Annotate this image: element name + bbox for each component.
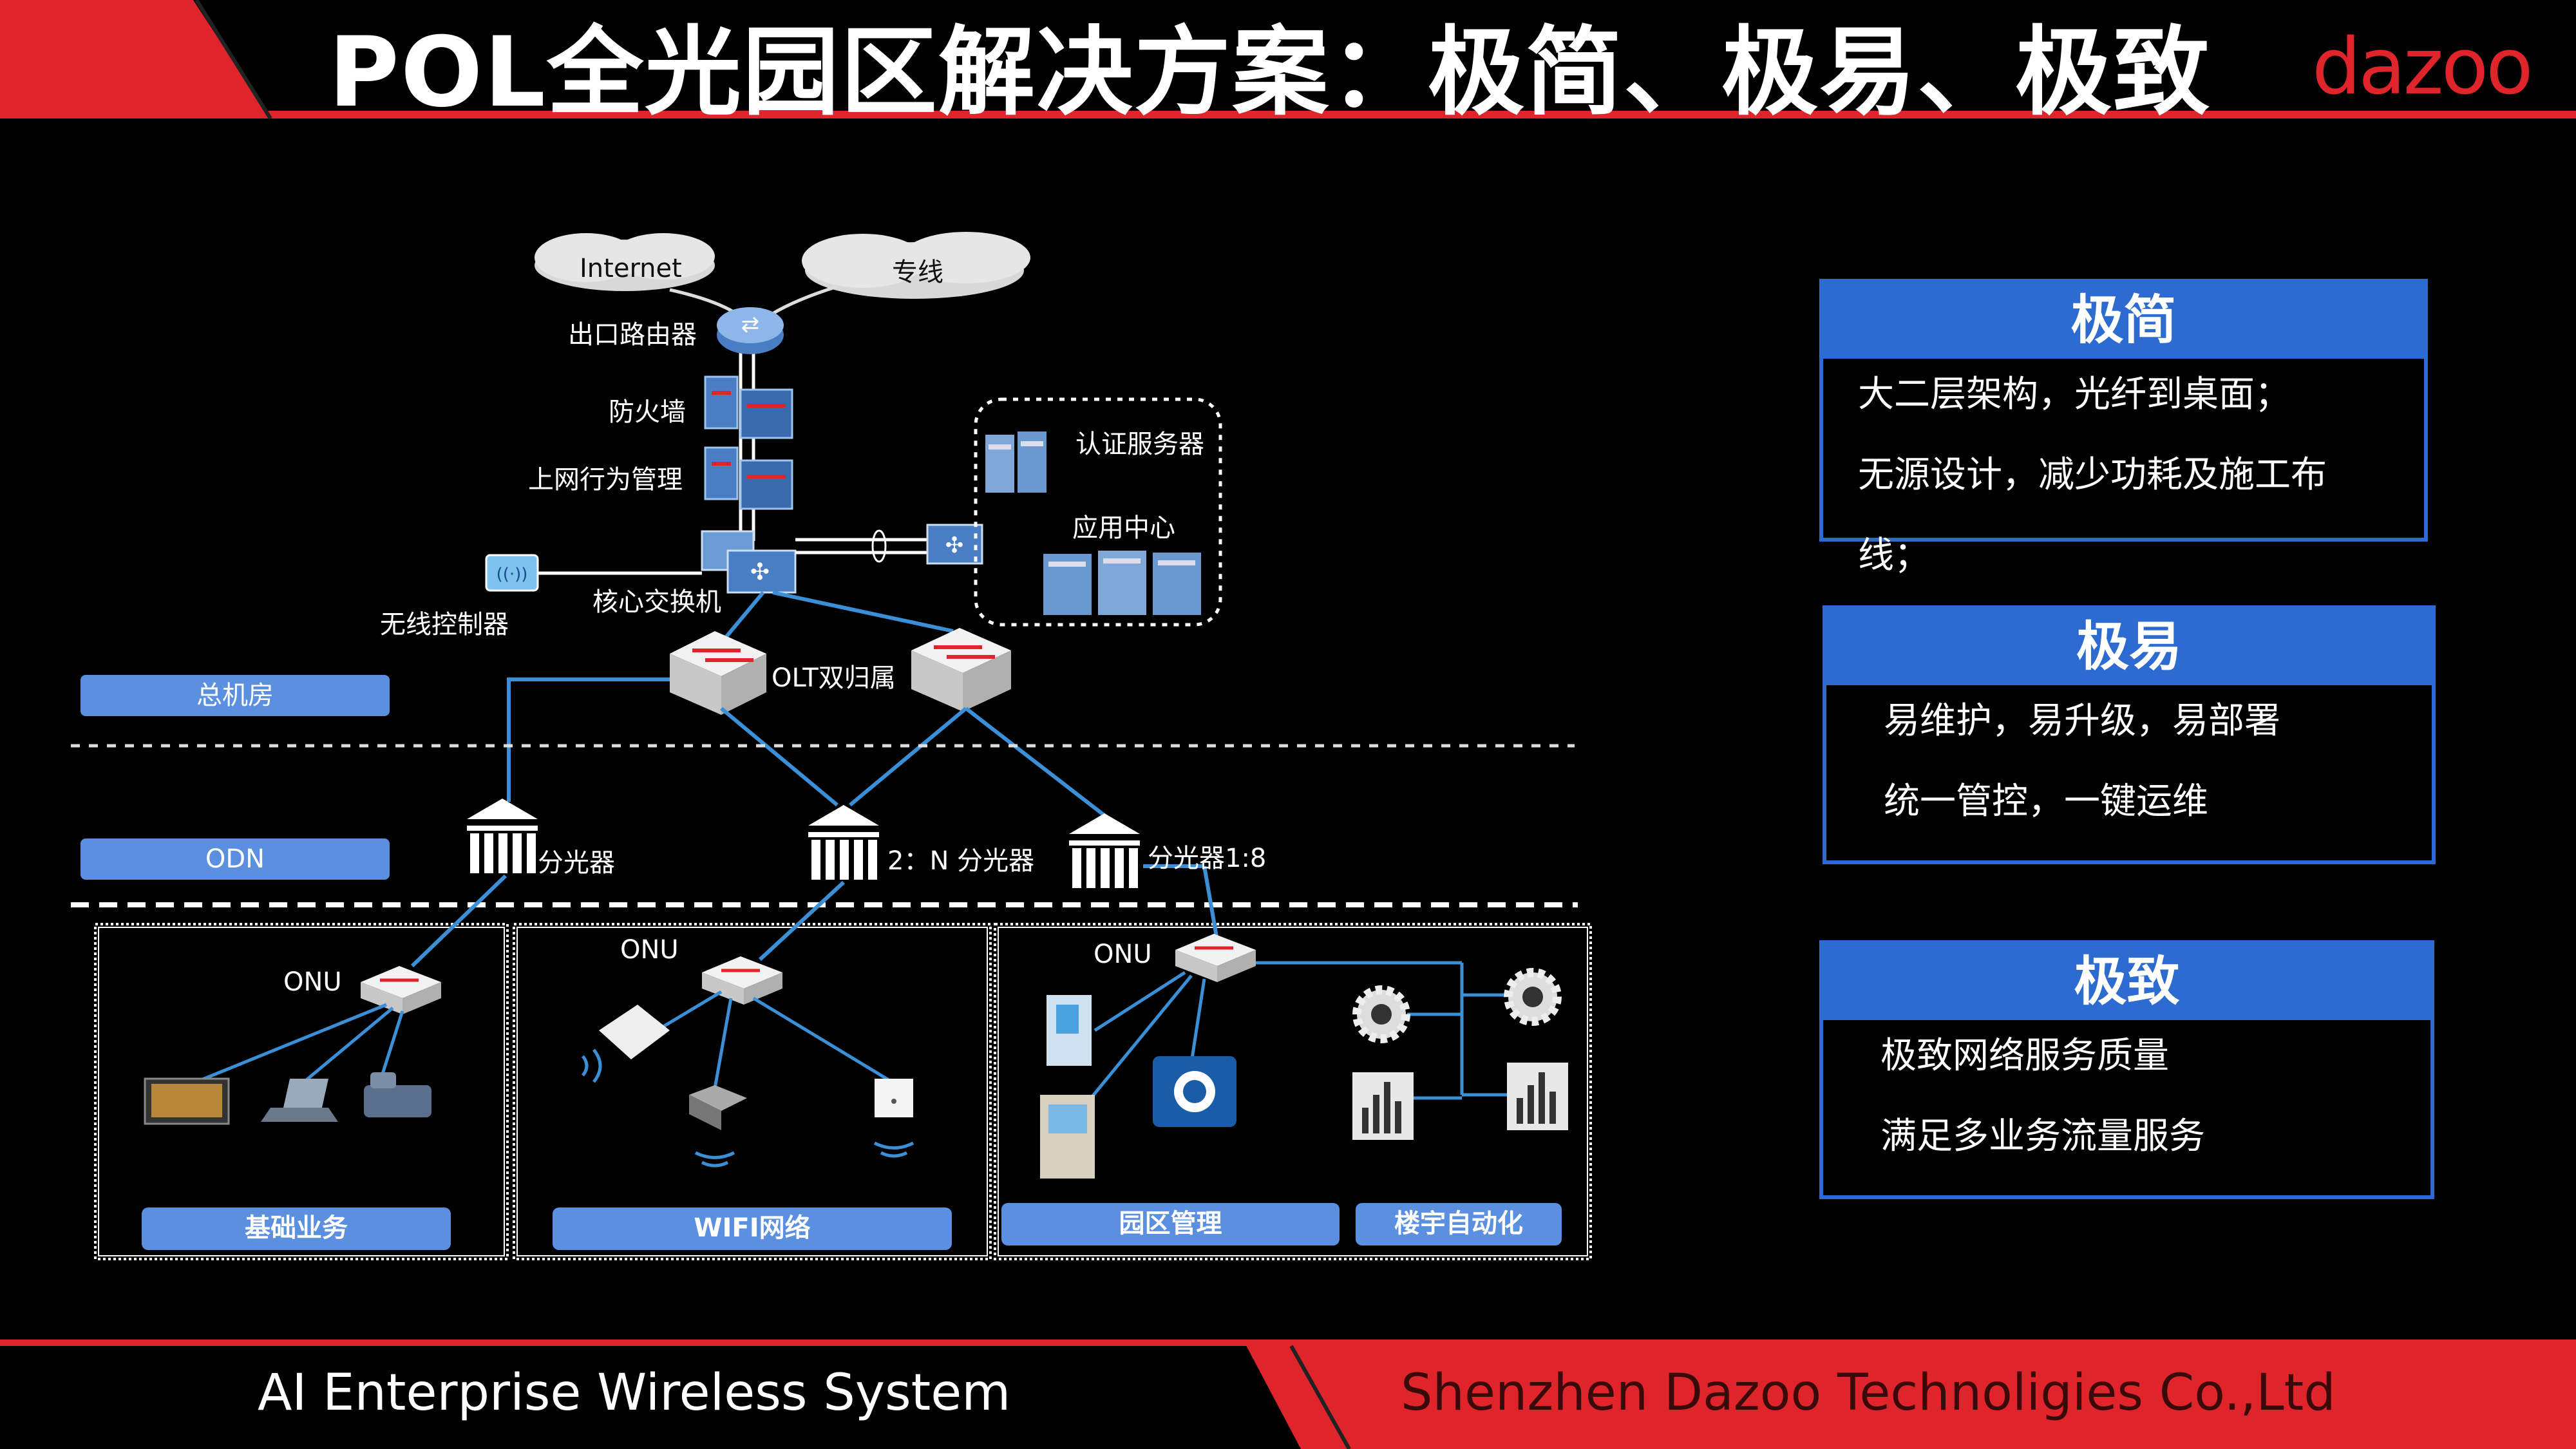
panel-simple-title: 极简 (1823, 283, 2424, 359)
brand-logo: dazoo (2312, 23, 2533, 112)
zone-odn: ODN (80, 838, 390, 880)
svg-text:⇄: ⇄ (741, 312, 760, 337)
firewall-label: 防火墙 (609, 397, 686, 427)
internet-cloud-icon (535, 233, 715, 291)
panel-simple-line-2: 无源设计，减少功耗及施工布 (1858, 454, 2327, 496)
panel-ultimate: 极致 (1819, 940, 2434, 1199)
panel-ultimate-line-1: 极致网络服务质量 (1880, 1035, 2169, 1077)
svg-text:✣: ✣ (750, 559, 770, 585)
behavior-mgmt-label: 上网行为管理 (528, 465, 683, 495)
footer-tagline: AI Enterprise Wireless System (258, 1364, 1011, 1422)
footer-company: Shenzhen Dazoo Technoligies Co.,Ltd (1401, 1364, 2336, 1422)
onu-2-label: ONU (620, 935, 679, 965)
olt-label: OLT双归属 (772, 663, 896, 693)
svg-text:((·)): ((·)) (497, 565, 528, 584)
service-wifi: WIFI网络 (553, 1208, 952, 1250)
kiosk-icon (1046, 995, 1092, 1066)
onu-3-icon (1175, 934, 1256, 982)
panel-simple-line-3: 线； (1858, 535, 1930, 576)
app-center-server-icon (1043, 551, 1201, 615)
internet-label: Internet (580, 254, 682, 283)
wireless-controller-label: 无线控制器 (380, 610, 509, 639)
splitter-3-label: 分光器1:8 (1148, 844, 1267, 873)
camera-icon (1153, 1056, 1236, 1127)
panel-ap-icon (873, 1079, 914, 1158)
phone-icon (364, 1072, 431, 1117)
core-switch-label: 核心交换机 (592, 587, 721, 617)
onu-3-label: ONU (1094, 940, 1152, 969)
zone-main-room: 总机房 (80, 675, 390, 716)
leased-line-label: 专线 (892, 258, 943, 287)
panel-easy-title: 极易 (1826, 609, 2432, 685)
panel-simple: 极简 (1819, 279, 2428, 542)
gear-icon-2 (1504, 968, 1562, 1026)
onu-2-icon (702, 956, 782, 1005)
svg-text:✣: ✣ (945, 533, 964, 558)
panel-easy-line-2: 统一管控，一键运维 (1884, 781, 2208, 822)
splitter-3-icon (1069, 813, 1140, 888)
server-switch-icon: ✣ (926, 524, 983, 565)
auth-server-label: 认证服务器 (1075, 430, 1204, 459)
onu-1-label: ONU (283, 967, 342, 997)
meter-icon-1 (1352, 1072, 1414, 1140)
service-basic: 基础业务 (142, 1208, 451, 1250)
meter-icon-2 (1507, 1063, 1568, 1130)
panel-ultimate-title: 极致 (1823, 944, 2430, 1020)
splitter-2-icon (808, 805, 879, 880)
olt-secondary-icon (911, 628, 1011, 712)
splitter-1-label: 分光器 (538, 848, 615, 878)
leased-line-cloud-icon (802, 232, 1030, 299)
onu-1-icon (361, 966, 441, 1014)
terminal-icon (1040, 1095, 1095, 1179)
page-title: POL全光园区解决方案：极简、极易、极致 (328, 17, 2211, 129)
gear-icon-1 (1352, 985, 1410, 1043)
network-diagram: ⇄ ✣ ((·)) ✣ (71, 232, 1592, 1260)
panel-easy-line-1: 易维护，易升级，易部署 (1884, 700, 2280, 742)
core-switch-icon: ✣ (701, 530, 797, 594)
access-point-icon (581, 1005, 670, 1083)
firewall-icon (704, 375, 793, 439)
splitter-1-icon (467, 799, 538, 873)
wireless-controller-icon: ((·)) (485, 554, 539, 592)
outdoor-ap-icon (689, 1085, 747, 1168)
footer-bar (0, 1340, 2576, 1449)
service-building: 楼宇自动化 (1356, 1203, 1562, 1245)
app-center-label: 应用中心 (1072, 513, 1175, 543)
header-bar (0, 0, 2576, 120)
auth-server-icon (985, 431, 1046, 493)
egress-router-label: 出口路由器 (568, 320, 697, 350)
behavior-management-icon (704, 446, 793, 510)
olt-primary-icon (670, 631, 766, 715)
service-campus: 园区管理 (1001, 1203, 1340, 1245)
laptop-icon (261, 1079, 338, 1122)
egress-router-icon: ⇄ (717, 307, 784, 354)
panel-easy: 极易 (1823, 605, 2436, 864)
splitter-2-label: 2：N 分光器 (887, 846, 1035, 876)
panel-ultimate-line-2: 满足多业务流量服务 (1880, 1115, 2205, 1157)
panel-simple-line-1: 大二层架构，光纤到桌面； (1858, 374, 2291, 415)
tv-icon (144, 1077, 230, 1125)
